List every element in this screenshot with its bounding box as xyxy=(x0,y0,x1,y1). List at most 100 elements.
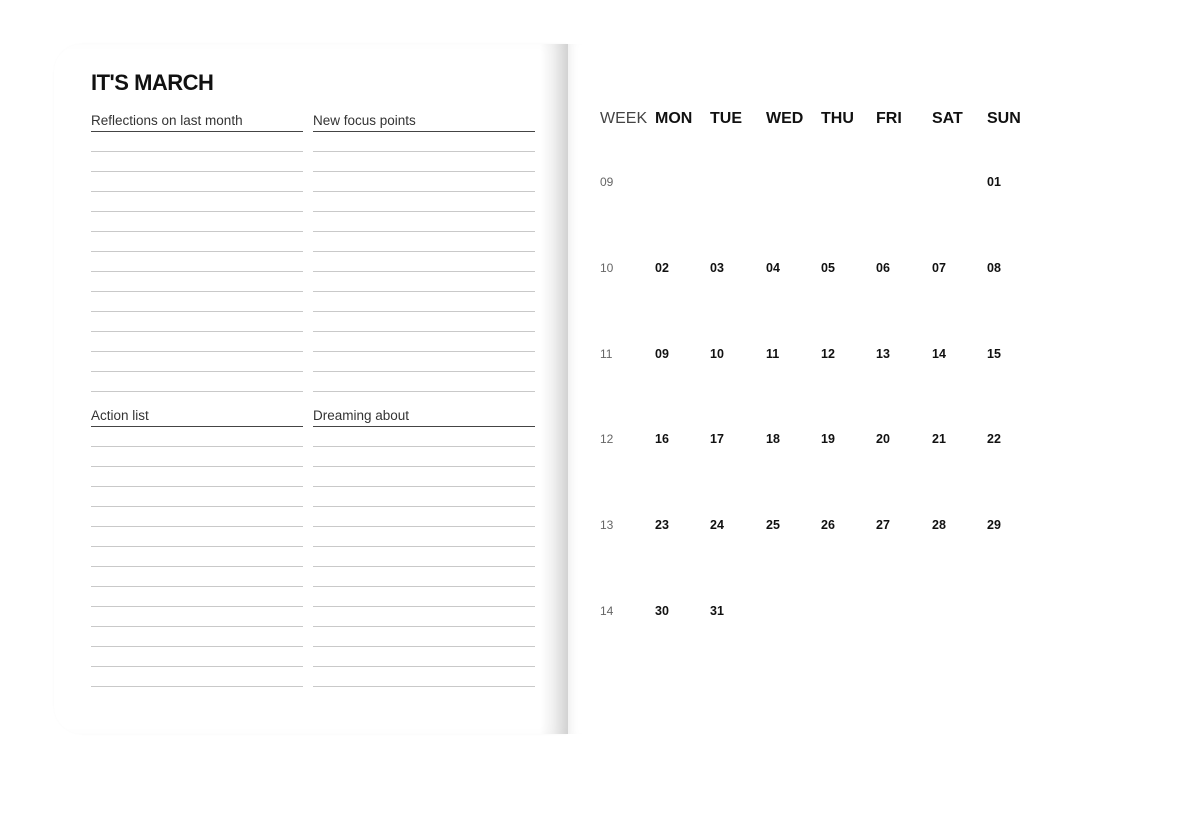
calendar-day: 07 xyxy=(932,261,946,275)
writing-line xyxy=(313,132,535,152)
writing-lines xyxy=(91,132,303,392)
writing-lines xyxy=(91,427,303,687)
writing-line xyxy=(91,272,303,292)
week-column-header: WEEK xyxy=(600,110,648,127)
writing-line xyxy=(91,172,303,192)
writing-line xyxy=(313,252,535,272)
week-number: 11 xyxy=(600,347,613,361)
page-gutter-shadow xyxy=(540,44,568,734)
writing-line xyxy=(313,212,535,232)
weekday-header: SAT xyxy=(932,110,963,127)
calendar-day: 03 xyxy=(710,261,724,275)
writing-line xyxy=(91,587,303,607)
writing-line xyxy=(313,427,535,447)
weekday-header: MON xyxy=(655,110,693,127)
writing-line xyxy=(91,667,303,687)
calendar-day: 15 xyxy=(987,347,1001,361)
writing-line xyxy=(91,332,303,352)
week-number: 12 xyxy=(600,432,614,446)
calendar-day: 24 xyxy=(710,518,724,532)
writing-line xyxy=(91,132,303,152)
weekday-header: FRI xyxy=(876,110,902,127)
writing-line xyxy=(313,292,535,312)
calendar-day: 06 xyxy=(876,261,890,275)
weekday-header: WED xyxy=(766,110,804,127)
calendar-day: 31 xyxy=(710,604,724,618)
writing-line xyxy=(313,667,535,687)
section-label-new-focus-points: New focus points xyxy=(313,112,535,132)
calendar-day: 09 xyxy=(655,347,669,361)
calendar-day: 05 xyxy=(821,261,835,275)
writing-line xyxy=(313,487,535,507)
writing-line xyxy=(313,172,535,192)
calendar-day: 25 xyxy=(766,518,780,532)
calendar-day: 14 xyxy=(932,347,946,361)
writing-line xyxy=(91,192,303,212)
calendar-day: 26 xyxy=(821,518,835,532)
writing-line xyxy=(313,607,535,627)
writing-line xyxy=(91,487,303,507)
calendar-day: 20 xyxy=(876,432,890,446)
page-title: IT'S MARCH xyxy=(91,70,214,95)
writing-line xyxy=(91,352,303,372)
writing-line xyxy=(91,507,303,527)
writing-line xyxy=(313,467,535,487)
calendar-day: 12 xyxy=(821,347,835,361)
writing-line xyxy=(313,627,535,647)
writing-line xyxy=(313,447,535,467)
writing-line xyxy=(313,272,535,292)
writing-line xyxy=(313,332,535,352)
writing-line xyxy=(313,312,535,332)
writing-line xyxy=(91,567,303,587)
week-number: 09 xyxy=(600,175,614,189)
writing-line xyxy=(91,647,303,667)
calendar-day: 23 xyxy=(655,518,669,532)
calendar-day: 21 xyxy=(932,432,946,446)
section-action-list: Action list xyxy=(91,407,303,687)
writing-line xyxy=(313,152,535,172)
week-number: 14 xyxy=(600,604,614,618)
planner-spread: IT'S MARCH Reflections on last month New… xyxy=(54,44,1068,734)
writing-line xyxy=(313,527,535,547)
writing-line xyxy=(313,567,535,587)
week-number: 10 xyxy=(600,261,614,275)
calendar-day: 11 xyxy=(766,347,780,361)
calendar-day: 18 xyxy=(766,432,780,446)
writing-line xyxy=(91,372,303,392)
calendar-day: 10 xyxy=(710,347,724,361)
calendar-day: 17 xyxy=(710,432,724,446)
writing-line xyxy=(91,252,303,272)
writing-lines xyxy=(313,132,535,392)
writing-line xyxy=(91,607,303,627)
writing-line xyxy=(313,507,535,527)
section-label-action-list: Action list xyxy=(91,407,303,427)
calendar-day: 30 xyxy=(655,604,669,618)
writing-line xyxy=(91,527,303,547)
week-number: 13 xyxy=(600,518,614,532)
writing-line xyxy=(313,647,535,667)
writing-line xyxy=(91,292,303,312)
left-page: IT'S MARCH Reflections on last month New… xyxy=(54,44,568,734)
writing-line xyxy=(313,232,535,252)
writing-line xyxy=(313,587,535,607)
writing-lines xyxy=(313,427,535,687)
section-reflections: Reflections on last month xyxy=(91,112,303,392)
section-label-reflections: Reflections on last month xyxy=(91,112,303,132)
writing-line xyxy=(313,547,535,567)
writing-line xyxy=(91,312,303,332)
calendar-day: 29 xyxy=(987,518,1001,532)
writing-line xyxy=(91,427,303,447)
writing-line xyxy=(313,192,535,212)
writing-line xyxy=(91,212,303,232)
section-new-focus-points: New focus points xyxy=(313,112,535,392)
weekday-header: THU xyxy=(821,110,854,127)
weekday-header: SUN xyxy=(987,110,1021,127)
writing-line xyxy=(91,547,303,567)
writing-line xyxy=(313,372,535,392)
